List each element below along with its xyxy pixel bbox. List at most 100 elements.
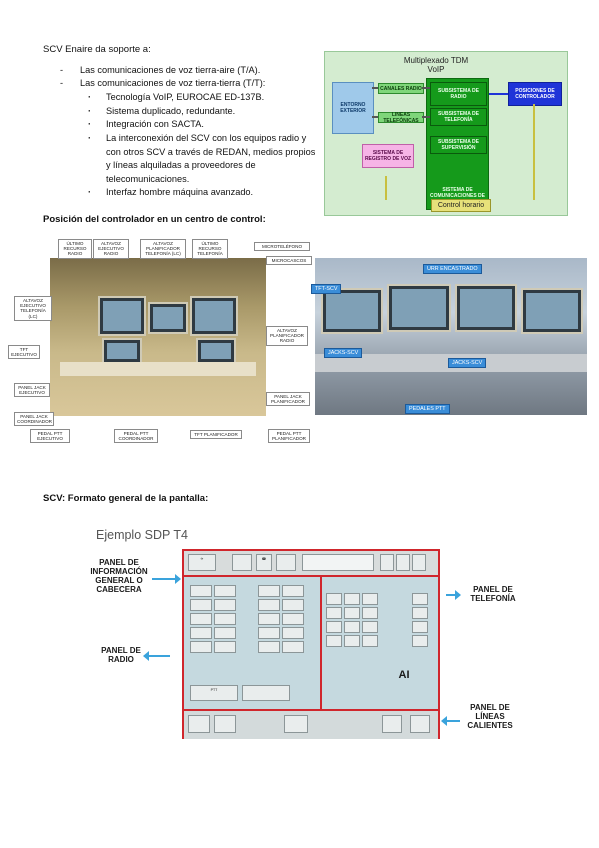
section-title-formato: SCV: Formato general de la pantalla:: [43, 493, 209, 504]
tel-key: [326, 635, 342, 647]
sub-bullet: Interfaz hombre máquina avanzado.: [80, 186, 320, 200]
console-desk: [60, 362, 256, 376]
subsistema-supervision-box: SUBSISTEMA DE SUPERVISIÓN: [430, 136, 487, 154]
label-tft-scv: TFT-SCV: [311, 284, 342, 294]
label-microtelefono: MICROTELÉFONO: [254, 242, 310, 252]
hotline-key: [382, 715, 402, 733]
label-tft-ejecutivo: TFT EJECUTIVO: [8, 345, 40, 360]
label-altavoz-plan-tel: ALTAVOZ PLANIFICADOR TELEFONÍA (LC): [140, 239, 186, 259]
tel-key: [362, 607, 378, 619]
connector: [385, 176, 387, 200]
label-panel-cabecera: PANEL DE INFORMACIÓN GENERAL O CABECERA: [90, 558, 148, 594]
monitor-image: [98, 296, 146, 336]
sub-bullet: Sistema duplicado, redundante.: [80, 105, 320, 119]
sdp-screen: ✈ ☎ PTT: [182, 549, 440, 739]
label-tft-planificador: TFT PLANIFICADOR: [190, 430, 242, 440]
posiciones-controlador-box: POSICIONES DE CONTROLADOR: [508, 82, 562, 106]
label-microcascos: MICROCASCOS: [266, 256, 312, 266]
label-jack-coordinador: PANEL JACK COORDINADOR: [14, 412, 54, 427]
telephony-panel: AI: [322, 577, 438, 709]
label-pedal-planificador: PEDAL PTT PLANIFICADOR: [268, 429, 310, 444]
control-horario-box: Control horario: [431, 199, 491, 212]
radio-key: [282, 613, 304, 625]
connector: [422, 87, 430, 89]
label-pedal-coordinador: PEDAL PTT COORDINADOR: [114, 429, 158, 444]
label-altavoz-ejec-tel: ALTAVOZ EJECUTIVO TELEFONÍA (LC): [14, 296, 52, 321]
monitor-image: [148, 302, 188, 334]
radio-key: [190, 613, 212, 625]
radio-key: [282, 641, 304, 653]
arrow-icon: [143, 651, 170, 661]
sdp-caption: Ejemplo SDP T4: [96, 528, 188, 542]
monitor-image: [455, 284, 517, 332]
radio-key: [190, 627, 212, 639]
tel-key: [326, 621, 342, 633]
diagram-title: Multiplexado TDM VoIP: [403, 56, 469, 74]
label-jacks-scv: JACKS-SCV: [448, 358, 487, 368]
connector: [372, 116, 378, 118]
radio-key: [282, 599, 304, 611]
tel-key: [412, 621, 428, 633]
ai-indicator: AI: [398, 669, 410, 681]
tel-key: [362, 593, 378, 605]
tel-key: [344, 593, 360, 605]
sub-bullet: Tecnología VoIP, EUROCAE ED-137B.: [80, 91, 320, 105]
hotline-key: [410, 715, 430, 733]
sub-bullet: La interconexión del SCV con los equipos…: [80, 132, 320, 186]
radio-key: [214, 585, 236, 597]
sub-bullet-list: Tecnología VoIP, EUROCAE ED-137B. Sistem…: [80, 91, 320, 200]
monitor-image: [196, 338, 236, 364]
arrow-icon: [446, 590, 461, 600]
airplane-icon: ✈: [188, 554, 216, 571]
settings-key: [412, 554, 426, 571]
radio-key: [282, 627, 304, 639]
label-jack-ejecutivo: PANEL JACK EJECUTIVO: [14, 383, 50, 398]
radio-key: [242, 685, 290, 701]
controller-position-photo: [50, 258, 266, 416]
label-panel-lineas: PANEL DE LÍNEAS CALIENTES: [467, 703, 513, 730]
monitor-image: [521, 288, 583, 334]
label-ultimo-radio: ÚLTIMO RECURSO RADIO: [58, 239, 92, 259]
bullet-ta: Las comunicaciones de voz tierra-aire (T…: [60, 64, 320, 77]
control-room-photo: [315, 258, 587, 415]
status-indicator: [276, 554, 296, 571]
tel-key: [412, 635, 428, 647]
label-panel-telefonia: PANEL DE TELEFONÍA: [470, 585, 516, 603]
tel-key: [344, 607, 360, 619]
connector: [422, 116, 430, 118]
hotline-key: [284, 715, 308, 733]
lineas-telefonicas-box: LINEAS TELEFÓNICAS: [378, 112, 424, 124]
tel-key: [344, 621, 360, 633]
monitor-image: [387, 284, 451, 332]
arrow-icon: [152, 574, 181, 584]
monitor-image: [102, 338, 142, 364]
radio-key: [258, 627, 280, 639]
tel-key: [344, 635, 360, 647]
label-pedal-ejecutivo: PEDAL PTT EJECUTIVO: [30, 429, 70, 444]
settings-key: [380, 554, 394, 571]
radio-key: [214, 641, 236, 653]
label-urr-encastrado: URR ENCASTRADO: [423, 264, 482, 274]
intro-text: SCV Enaire da soporte a:: [43, 44, 151, 55]
entorno-exterior-box: ENTORNO EXTERIOR: [332, 82, 374, 134]
label-ultimo-tel: ÚLTIMO RECURSO TELEFONÍA: [192, 239, 228, 259]
radio-key: [258, 613, 280, 625]
bullet-list: Las comunicaciones de voz tierra-aire (T…: [60, 64, 320, 200]
settings-key: [396, 554, 410, 571]
radio-key: [258, 599, 280, 611]
canales-radio-box: CANALES RADIO: [378, 83, 424, 94]
tel-key: [326, 593, 342, 605]
header-panel: ✈ ☎: [184, 551, 438, 577]
label-altavoz-ejec-radio: ALTAVOZ EJECUTIVO RADIO: [93, 239, 129, 259]
ptt-key: PTT: [190, 685, 238, 701]
monitor-image: [190, 296, 238, 336]
radio-key: [258, 641, 280, 653]
radio-key: [214, 613, 236, 625]
monitor-image: [321, 288, 383, 334]
info-display: [302, 554, 374, 571]
hotline-key: [188, 715, 210, 733]
status-indicator: [232, 554, 252, 571]
sub-bullet: Integración con SACTA.: [80, 118, 320, 132]
radio-key: [190, 641, 212, 653]
radio-key: [214, 627, 236, 639]
